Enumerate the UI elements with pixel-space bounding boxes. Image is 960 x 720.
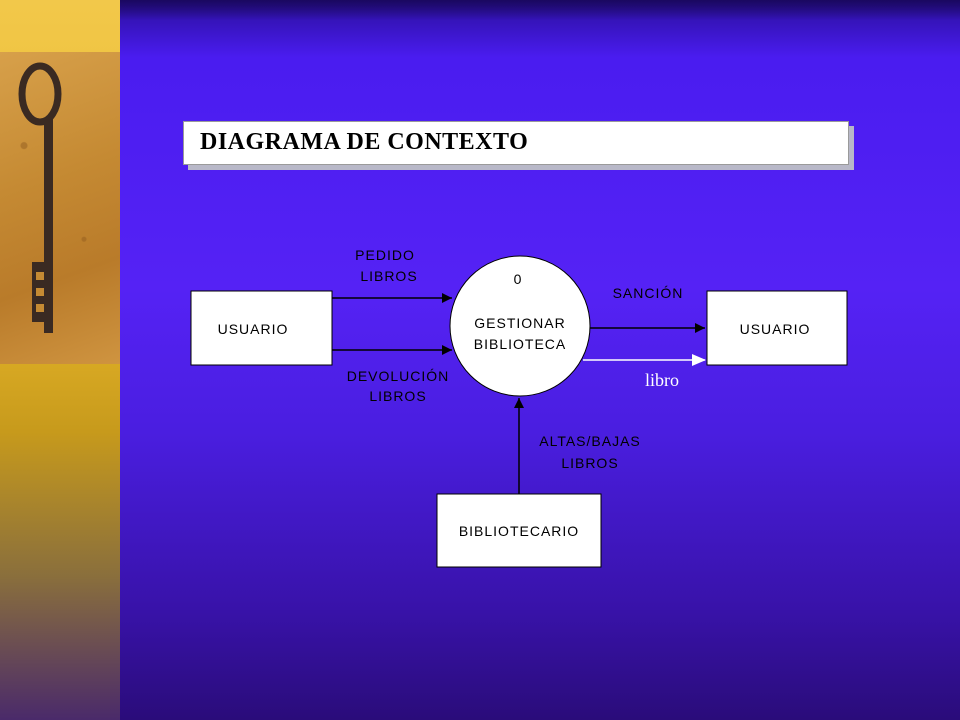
entity-bibliotecario-label: BIBLIOTECARIO	[459, 523, 579, 539]
flow-pedido-libros: PEDIDO LIBROS	[332, 247, 452, 303]
decorative-side-strip	[0, 0, 120, 720]
process-label-line2: BIBLIOTECA	[474, 336, 566, 352]
flow-devolucion-line2: LIBROS	[369, 388, 426, 404]
process-number: 0	[514, 271, 523, 287]
entity-usuario-left-label: USUARIO	[218, 321, 289, 337]
top-shade	[120, 0, 960, 20]
flow-altas-line2: LIBROS	[561, 455, 618, 471]
flow-devolucion-line1: DEVOLUCIÓN	[347, 368, 450, 384]
flow-sancion: SANCIÓN	[590, 285, 705, 333]
process-gestionar-biblioteca: 0 GESTIONAR BIBLIOTECA	[449, 255, 591, 397]
flow-libro: libro	[583, 354, 706, 390]
title-box: DIAGRAMA DE CONTEXTO	[183, 121, 849, 165]
page-title: DIAGRAMA DE CONTEXTO	[200, 129, 529, 155]
flow-libro-label: libro	[645, 370, 679, 390]
entity-bibliotecario: BIBLIOTECARIO	[436, 493, 602, 568]
process-label-line1: GESTIONAR	[474, 315, 565, 331]
flow-devolucion-libros: DEVOLUCIÓN LIBROS	[332, 345, 452, 404]
flow-altas-line1: ALTAS/BAJAS	[539, 433, 641, 449]
entity-usuario-right-label: USUARIO	[740, 321, 811, 337]
entity-usuario-left: USUARIO	[190, 290, 333, 366]
flow-pedido-line2: LIBROS	[360, 268, 417, 284]
entity-usuario-right: USUARIO	[706, 290, 848, 366]
flow-pedido-line1: PEDIDO	[355, 247, 415, 263]
flow-sancion-label: SANCIÓN	[613, 285, 684, 301]
flow-altas-bajas: ALTAS/BAJAS LIBROS	[514, 398, 641, 494]
antique-key-icon	[0, 52, 120, 364]
